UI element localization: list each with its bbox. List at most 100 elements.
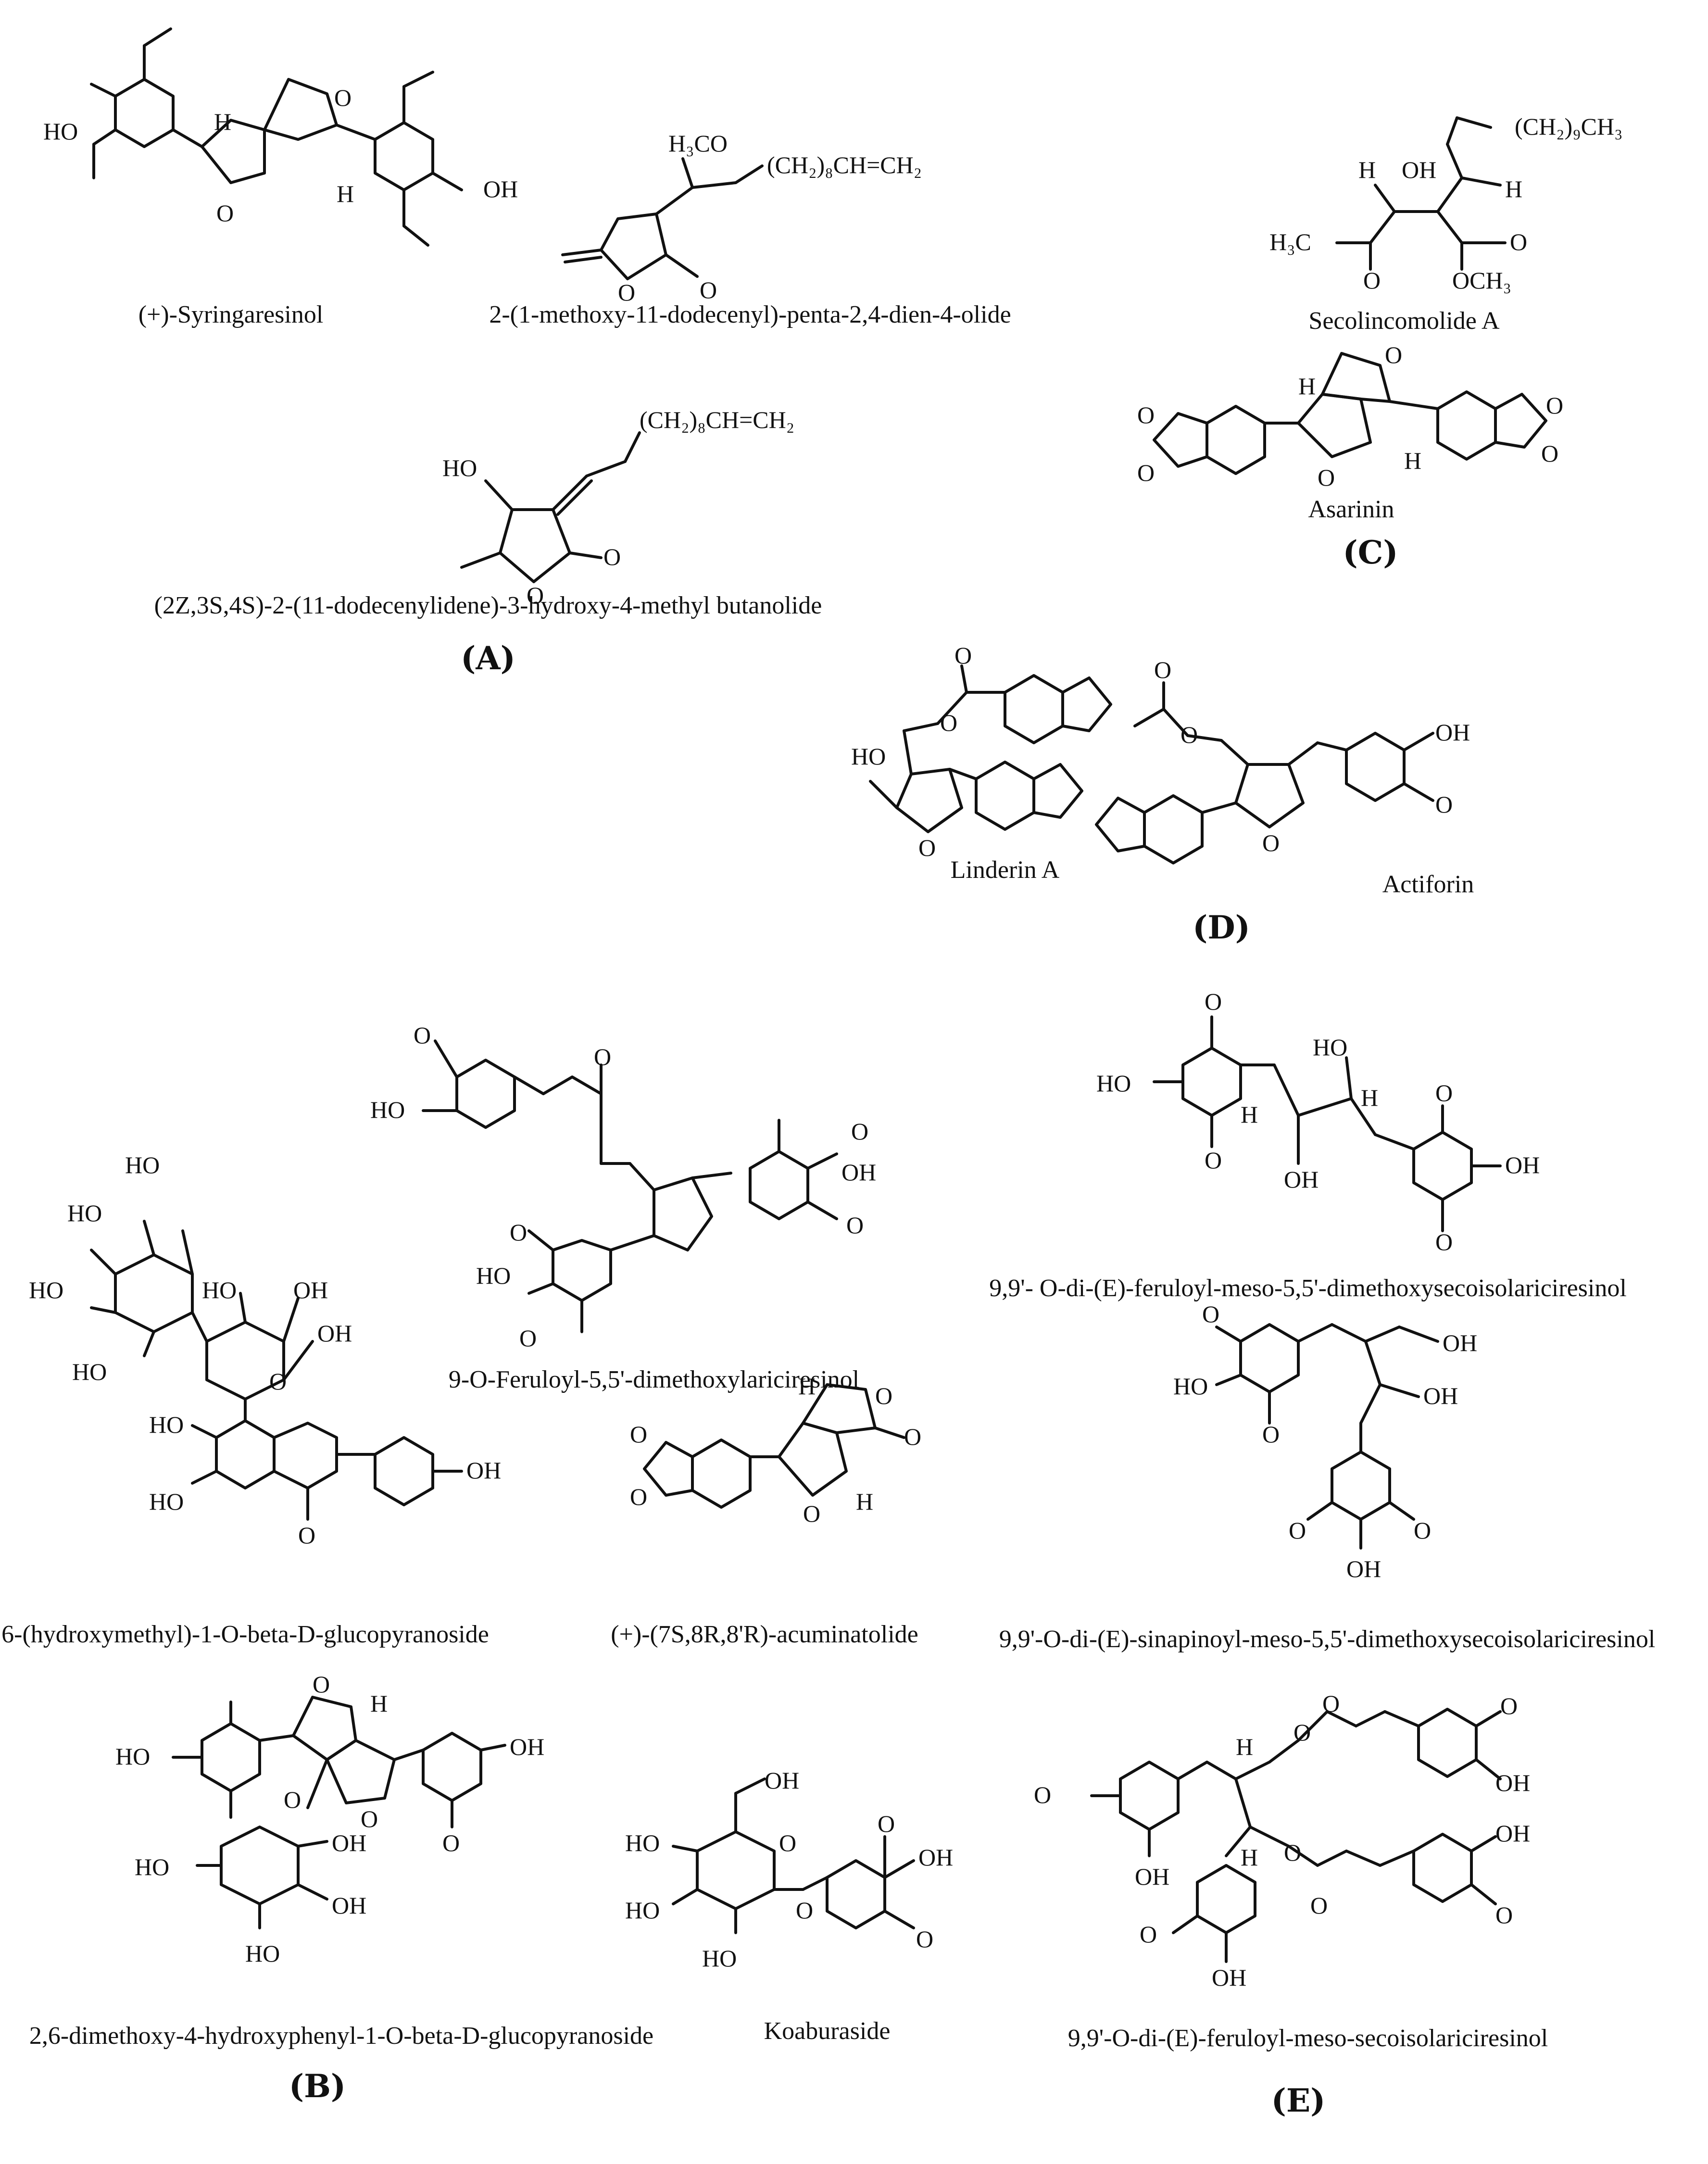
atom-label: H [1358,156,1376,183]
panel-label-c: (C) [1343,534,1398,571]
atom-label: O [1385,341,1402,368]
atom-label: HO [476,1262,511,1289]
atom-label: H [798,1373,816,1400]
atom-label: O [796,1897,813,1924]
atom-label: HO [245,1940,280,1967]
atom-label: O [1435,791,1453,818]
atom-label: H [1505,175,1522,202]
atom-label: H [1241,1844,1258,1871]
atom-label: HO [72,1358,107,1385]
structure-linderin [869,664,1112,833]
atom-label: O [846,1212,864,1238]
atom-label: O [618,279,635,306]
panel-label-a: (A) [461,639,515,677]
atom-label: O [269,1368,287,1395]
atom-label: O [1137,401,1155,428]
atom-label: O [630,1421,647,1448]
atom-label: O [1034,1781,1051,1808]
compound-name-acuminatolide: (+)-(7S,8R,8'R)-acuminatolide [611,1621,918,1648]
structure-dienolide-atoms: H₃CO (CH₂)₈CH=CH₂ O O [618,130,922,306]
atom-label: O [361,1805,378,1832]
atom-label: HO [202,1276,237,1303]
structure-actiforin [1095,681,1434,864]
atom-label: O [442,1829,460,1856]
atom-label: H [856,1488,873,1515]
atom-label: OH [918,1844,953,1871]
atom-label: O [1140,1921,1157,1948]
atom-label: (CH₂)₈CH=CH₂ [640,406,794,433]
atom-label: H [1241,1101,1258,1128]
compound-name-asarinin: Asarinin [1308,496,1394,523]
atom-label: H [1361,1084,1378,1111]
compound-name-dimethoxysecoiso: 9,9'- O-di-(E)-feruloyl-meso-5,5'-dimeth… [989,1275,1627,1302]
compound-name-dienolide: 2-(1-methoxy-11-dodecenyl)-penta-2,4-die… [489,301,1011,328]
compound-name-secolincomolide: Secolincomolide A [1308,307,1500,335]
structure-dimethoxyphenyl-glucopyranoside [172,1696,506,1929]
atom-label: O [1310,1892,1328,1919]
atom-label: O [594,1043,611,1070]
atom-label: O [284,1786,301,1813]
atom-label: OH [293,1276,328,1303]
structure-syringaresinol [90,27,463,247]
atom-label: O [1262,829,1280,856]
structure-butanolide [460,431,641,583]
atom-label: OH [510,1733,544,1760]
atom-label: OH [483,175,518,202]
compound-name-dimethoxyphenyl-glucopyranoside: 2,6-dimethoxy-4-hydroxyphenyl-1-O-beta-D… [29,2022,654,2050]
atom-label: OH [466,1457,501,1484]
atom-label: O [1205,1147,1222,1174]
atom-label: O [519,1325,537,1351]
atom-label: O [1202,1301,1219,1327]
atom-label: HO [149,1411,184,1438]
atom-label: OH [1495,1820,1530,1847]
structure-acuminatolide-atoms: O O H O O O H [630,1373,921,1527]
compound-name-butanolide: (2Z,3S,4S)-2-(11-dodecenylidene)-3-hydro… [154,592,822,619]
atom-label: HO [125,1151,160,1178]
atom-label: OH [1212,1964,1246,1991]
atom-label: O [779,1829,796,1856]
atom-label: O [1414,1517,1431,1544]
atom-label: O [334,84,352,111]
atom-label: O [875,1382,892,1409]
structure-feruloyl-secoiso-atoms: O OH H O O O OH H O O OH O O OH [1034,1690,1530,1991]
atom-label: O [1541,440,1558,467]
structure-asarinin [1153,352,1547,475]
atom-label: O [700,276,717,303]
compound-name-feruloyl-secoiso: 9,9'-O-di-(E)-feruloyl-meso-secoisolaric… [1068,2025,1548,2052]
atom-label: O [414,1022,431,1049]
compound-name-feruloyl-lariciresinol: 9-O-Feruloyl-5,5'-dimethoxylariciresinol [448,1366,860,1393]
atom-label: (CH₂)₉CH₃ [1515,113,1623,140]
atom-label: O [1154,656,1171,683]
atom-label: HO [149,1488,184,1515]
structure-hydroxymethyl-glucopyranoside-atoms: HO HO HO HO HO OH OH O HO HO O OH [29,1151,501,1549]
atom-label: HO [43,118,78,145]
structure-dimethoxyphenyl-glucopyranoside-atoms: HO O H O O OH O OH HO HO OH [115,1671,544,1967]
atom-label: O [1262,1421,1280,1448]
atom-label: OH [317,1320,352,1347]
structure-hydroxymethyl-glucopyranoside [90,1220,463,1521]
atom-label: O [1294,1719,1311,1746]
structure-acuminatolide [643,1383,905,1509]
atom-label: HO [115,1743,150,1770]
atom-label: O [918,834,936,861]
atom-label: HO [135,1853,169,1880]
atom-label: H [1404,447,1421,474]
atom-label: O [603,543,621,570]
atom-label: O [1318,464,1335,491]
atom-label: HO [29,1276,63,1303]
compound-name-hydroxymethyl-glucopyranoside: 6-(hydroxymethyl)-1-O-beta-D-glucopyrano… [1,1621,489,1648]
structure-secolincomolide [1335,116,1507,271]
structure-syringaresinol-atoms: HO H O O H OH [43,84,518,226]
structure-feruloyl-lariciresinol-atoms: O HO O O OH O HO O O [370,1022,876,1351]
atom-label: HO [67,1200,102,1226]
atom-label: O [1546,392,1563,419]
atom-label: OCH₃ [1452,267,1511,294]
atom-label: O [1137,459,1155,486]
atom-label: O [851,1118,868,1145]
structure-asarinin-atoms: O O H O O H O O [1137,341,1563,491]
atom-label: OH [1443,1329,1477,1356]
atom-label: OH [1284,1166,1319,1193]
atom-label: O [1510,228,1527,255]
